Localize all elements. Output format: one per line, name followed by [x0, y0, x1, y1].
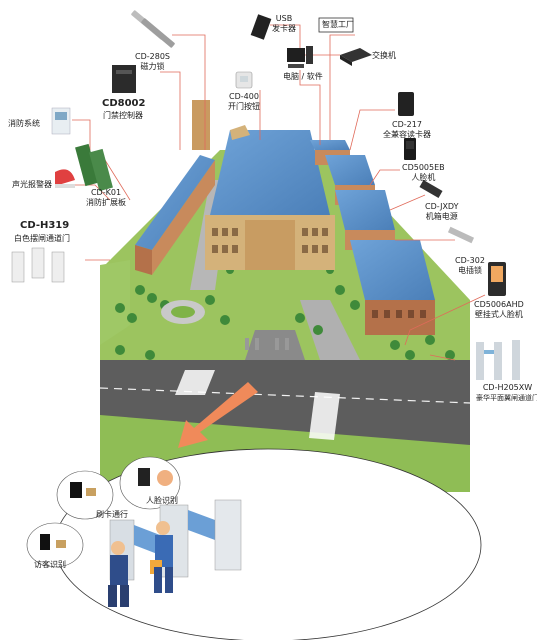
worker-figure-1: [108, 541, 129, 607]
white-gate-label: 白色摆闸通道门: [14, 234, 70, 243]
building-left: [135, 155, 215, 275]
usb-reader-label: USB 发卡器: [272, 14, 296, 33]
access-scene: [26, 448, 482, 642]
alarm-label: 声光报警器: [12, 180, 52, 189]
arrow-icon: [178, 382, 258, 448]
card-reader-icon: [398, 92, 414, 116]
roundabout: [161, 300, 205, 324]
open-button-icon: [235, 71, 253, 89]
cdh319-label: CD-H319: [20, 220, 70, 231]
device-icons: [11, 10, 520, 380]
computer-icon: [287, 46, 313, 68]
luxury-gate-icon: [476, 340, 520, 380]
face-recog-label: 人脸识别: [146, 496, 178, 505]
smart-factory-badge: [318, 17, 354, 33]
card-pass-label: 刷卡通行: [96, 510, 128, 519]
entrance-gates: [245, 338, 289, 350]
electric-lock-icon: [447, 226, 475, 244]
switch-icon: [340, 48, 372, 66]
fire-system-icon: [51, 107, 71, 135]
connector-lines: [72, 24, 486, 361]
white-gate-icon: [11, 247, 65, 283]
cd8002-label: CD8002: [102, 98, 146, 109]
power-box-icon: [419, 180, 443, 198]
door-controller-label: 门禁控制器: [103, 111, 143, 120]
door-controller-icon: [112, 65, 136, 93]
visitor-recog-label: 访客识别: [34, 560, 66, 569]
pc-software-label: 电脑 / 软件: [283, 72, 323, 81]
fire-board-icon: [75, 143, 113, 192]
magnetic-lock-icon: [131, 10, 175, 48]
fire-system-label: 消防系统: [8, 119, 40, 128]
building-main: [192, 100, 335, 270]
worker-figure-2: [150, 521, 173, 593]
usb-reader-icon: [250, 14, 272, 40]
wall-face-icon: [488, 262, 506, 296]
face-machine-icon: [404, 138, 416, 160]
switch-label: 交换机: [372, 51, 396, 60]
smart-factory-label: 智慧工厂: [322, 20, 354, 29]
alarm-icon: [55, 169, 75, 188]
